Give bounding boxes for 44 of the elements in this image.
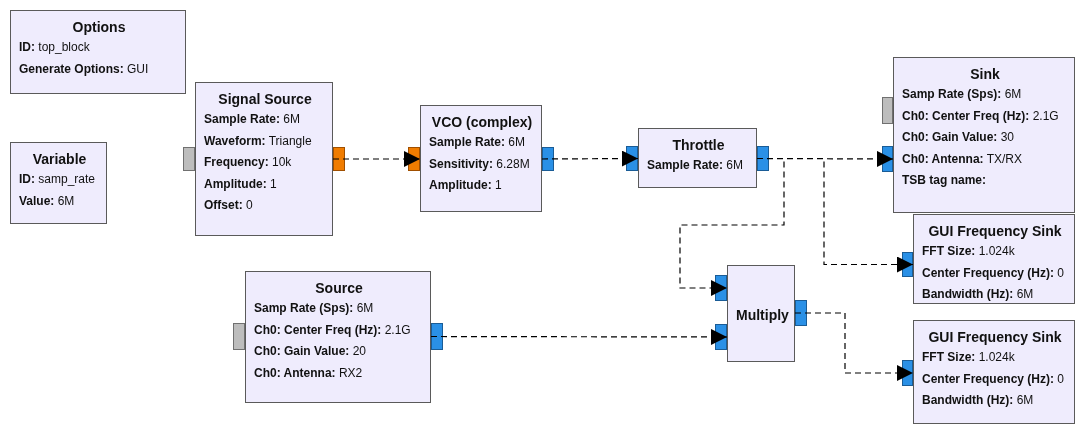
block-title: Options	[71, 18, 127, 37]
block-title: VCO (complex)	[430, 113, 534, 132]
block-title: Multiply	[736, 305, 788, 325]
parameter-text: Ch0: Center Freq (Hz): 2.1G	[254, 321, 412, 339]
block-title: Sink	[969, 65, 1001, 84]
parameter-text: Ch0: Antenna: TX/RX	[902, 150, 1024, 168]
parameter-text: Ch0: Center Freq (Hz): 2.1G	[902, 107, 1060, 125]
parameter-text: Ch0: Antenna: RX2	[254, 364, 364, 382]
block-title: Source	[314, 279, 364, 298]
parameter-text: Center Frequency (Hz): 0	[922, 264, 1066, 282]
block-box	[10, 142, 107, 224]
parameter-text: Offset: 0	[204, 197, 254, 214]
arrow	[541, 150, 639, 167]
parameter-text: Waveform: Triangle	[204, 132, 313, 150]
parameter-text: FFT Size: 1.024k	[922, 349, 1016, 366]
arrow	[332, 151, 421, 167]
parameter-text: FFT Size: 1.024k	[922, 243, 1016, 260]
parameter-text: TSB tag name:	[902, 172, 987, 189]
parameter-text: ID: samp_rate	[19, 171, 97, 188]
parameter-text: Ch0: Gain Value: 20	[254, 343, 368, 360]
parameter-text: Sensitivity: 6.28M	[429, 155, 531, 173]
block-title: GUI Frequency Sink	[927, 328, 1063, 347]
parameter-text: Amplitude: 1	[429, 177, 503, 194]
parameter-text: Sample Rate: 6M	[647, 157, 745, 174]
arrow	[430, 328, 728, 345]
block-box	[10, 10, 186, 94]
arrow	[794, 312, 914, 381]
parameter-text: Sample Rate: 6M	[204, 111, 302, 128]
block-title: Throttle	[671, 136, 726, 155]
block-title: Variable	[31, 150, 88, 169]
parameter-text: Samp Rate (Sps): 6M	[902, 86, 1023, 103]
block-title: GUI Frequency Sink	[927, 222, 1063, 241]
parameter-text: Sample Rate: 6M	[429, 134, 527, 151]
parameter-text: ID: top_block	[19, 39, 91, 56]
parameter-text: Center Frequency (Hz): 0	[922, 370, 1066, 388]
block-title: Signal Source	[217, 90, 313, 109]
parameter-text: Amplitude: 1	[204, 175, 278, 193]
parameter-text: Frequency: 10k	[204, 154, 293, 171]
parameter-text: Bandwidth (Hz): 6M	[922, 286, 1035, 303]
parameter-text: Value: 6M	[19, 192, 76, 210]
parameter-text: Ch0: Gain Value: 30	[902, 129, 1016, 146]
parameter-text: Bandwidth (Hz): 6M	[922, 392, 1035, 409]
parameter-text: Samp Rate (Sps): 6M	[254, 300, 375, 317]
parameter-text: Generate Options: GUI	[19, 60, 150, 78]
